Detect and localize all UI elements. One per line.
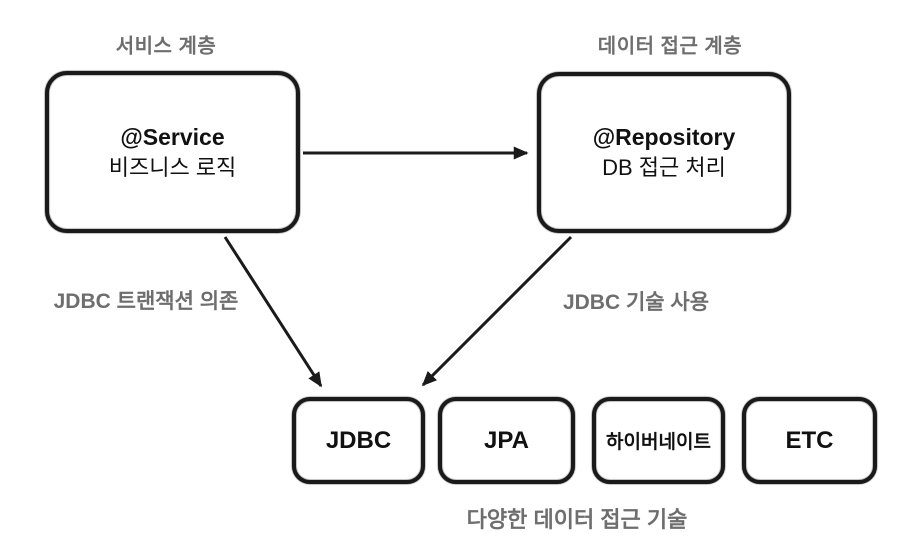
technologies-caption: 다양한 데이터 접근 기술 — [466, 507, 688, 532]
tech-label-jdbc: JDBC — [325, 426, 392, 454]
tech-label-etc: ETC — [785, 426, 834, 454]
repository-description: DB 접근 처리 — [602, 155, 726, 181]
tech-box-jpa: JPA — [438, 397, 575, 484]
service-description: 비즈니스 로직 — [108, 154, 237, 180]
repository-box: @Repository DB 접근 처리 — [537, 72, 791, 233]
service-layer-title: 서비스 계층 — [115, 35, 217, 58]
edge-label-jdbc-technology-use: JDBC 기술 사용 — [562, 291, 710, 314]
arrow-repository-to-jdbc — [421, 235, 573, 387]
service-box: @Service 비즈니스 로직 — [45, 71, 300, 233]
arrow-service-to-jdbc — [223, 236, 323, 388]
tech-box-jdbc: JDBC — [292, 397, 425, 484]
tech-box-etc: ETC — [742, 397, 877, 484]
tech-label-jpa: JPA — [484, 426, 529, 454]
tech-box-hibernate: 하이버네이트 — [592, 397, 725, 484]
repository-annotation: @Repository — [592, 124, 736, 151]
data-access-layer-title: 데이터 접근 계층 — [597, 35, 743, 58]
tech-label-hibernate: 하이버네이트 — [606, 432, 711, 453]
service-annotation: @Service — [120, 123, 225, 150]
edge-label-jdbc-transaction-dependency: JDBC 트랜잭션 의존 — [53, 290, 239, 313]
